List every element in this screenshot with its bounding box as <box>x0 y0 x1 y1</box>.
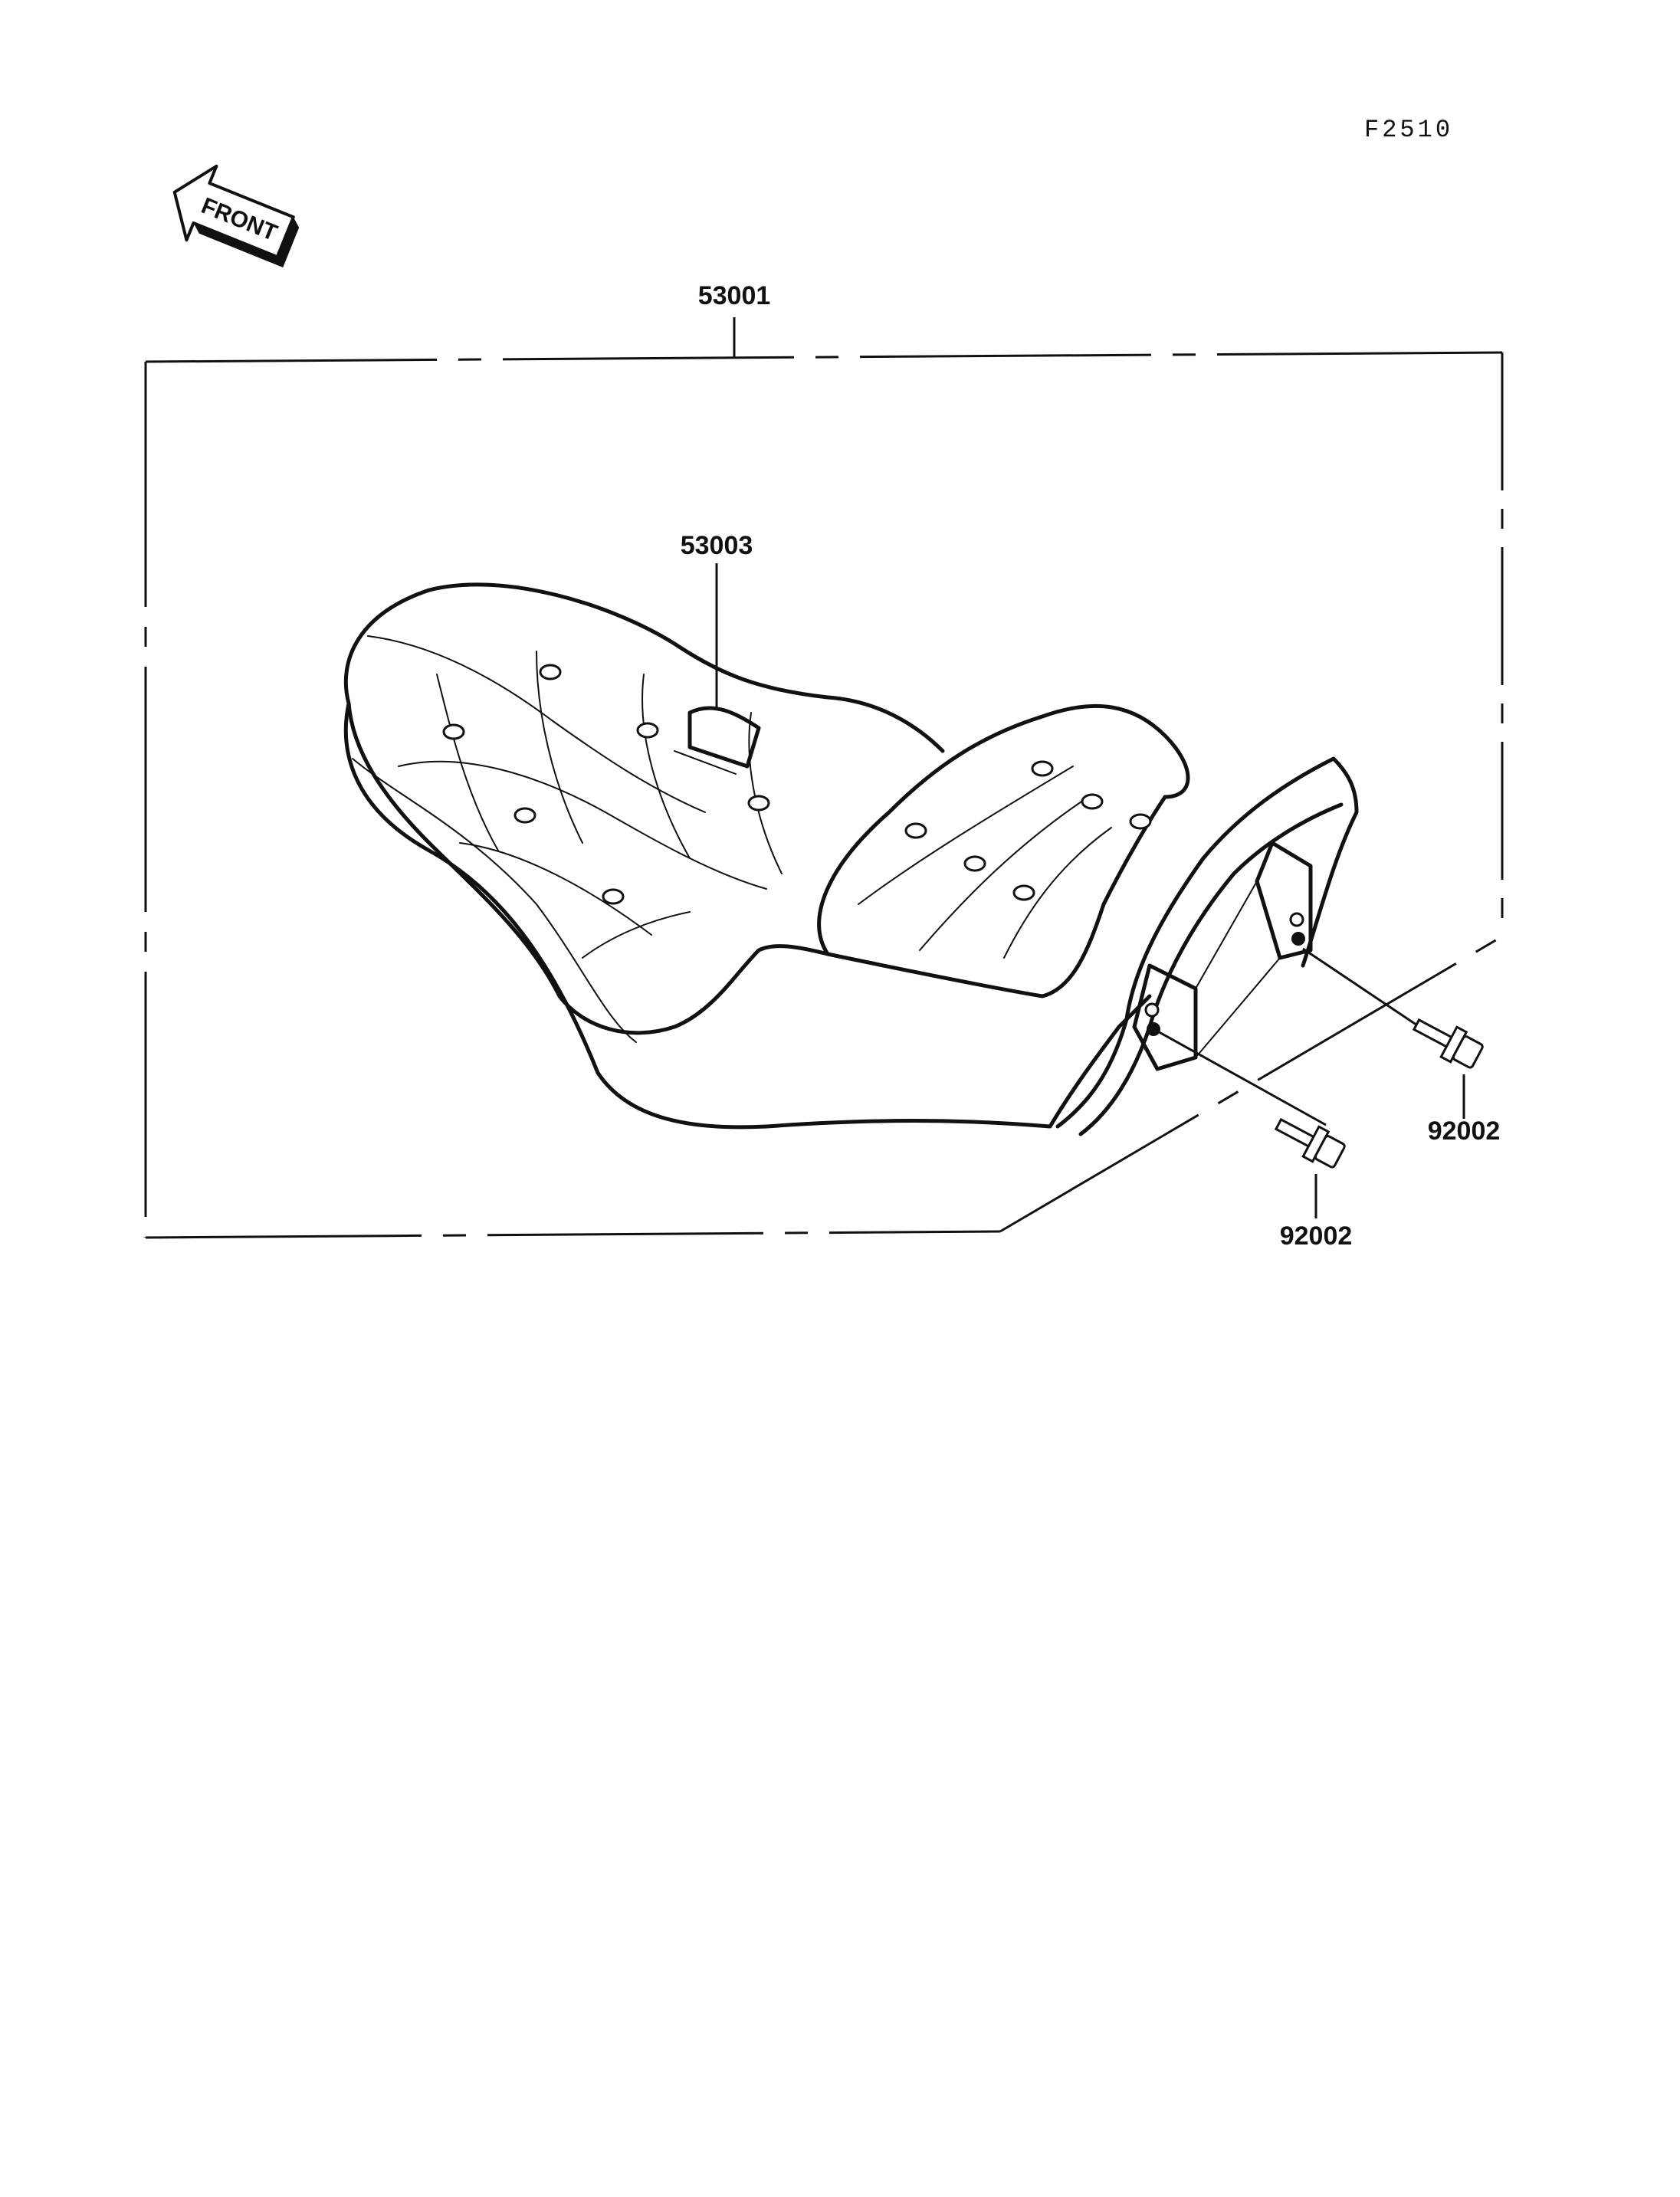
bolt-lower-icon <box>1274 1117 1346 1169</box>
part-label-53001: 53001 <box>698 281 771 310</box>
tuft-button <box>442 723 465 740</box>
front-arrow-icon: FRONT <box>172 164 300 267</box>
bolt-upper-icon <box>1412 1018 1484 1069</box>
tuft-button <box>1012 884 1035 901</box>
seat-illustration <box>343 582 1359 1136</box>
tuft-button <box>904 822 927 839</box>
assembly-bracket <box>144 351 1504 1239</box>
tuft-button <box>636 722 659 739</box>
tuft-button <box>514 807 536 824</box>
tuft-button <box>747 795 770 812</box>
tuft-button <box>1081 793 1104 810</box>
tuft-button <box>1129 813 1152 830</box>
seat-strap <box>687 706 761 769</box>
tuft-button <box>963 855 986 872</box>
tuft-button <box>602 888 625 905</box>
figure-code: F2510 <box>1364 116 1453 144</box>
tuft-button <box>1031 760 1054 777</box>
tuft-button <box>539 664 562 680</box>
part-label-92002-lower: 92002 <box>1280 1221 1353 1251</box>
part-label-92002-upper: 92002 <box>1428 1117 1501 1146</box>
part-label-53003: 53003 <box>681 531 753 560</box>
grab-rail <box>1055 756 1359 1129</box>
leader-lines <box>715 317 1465 1218</box>
